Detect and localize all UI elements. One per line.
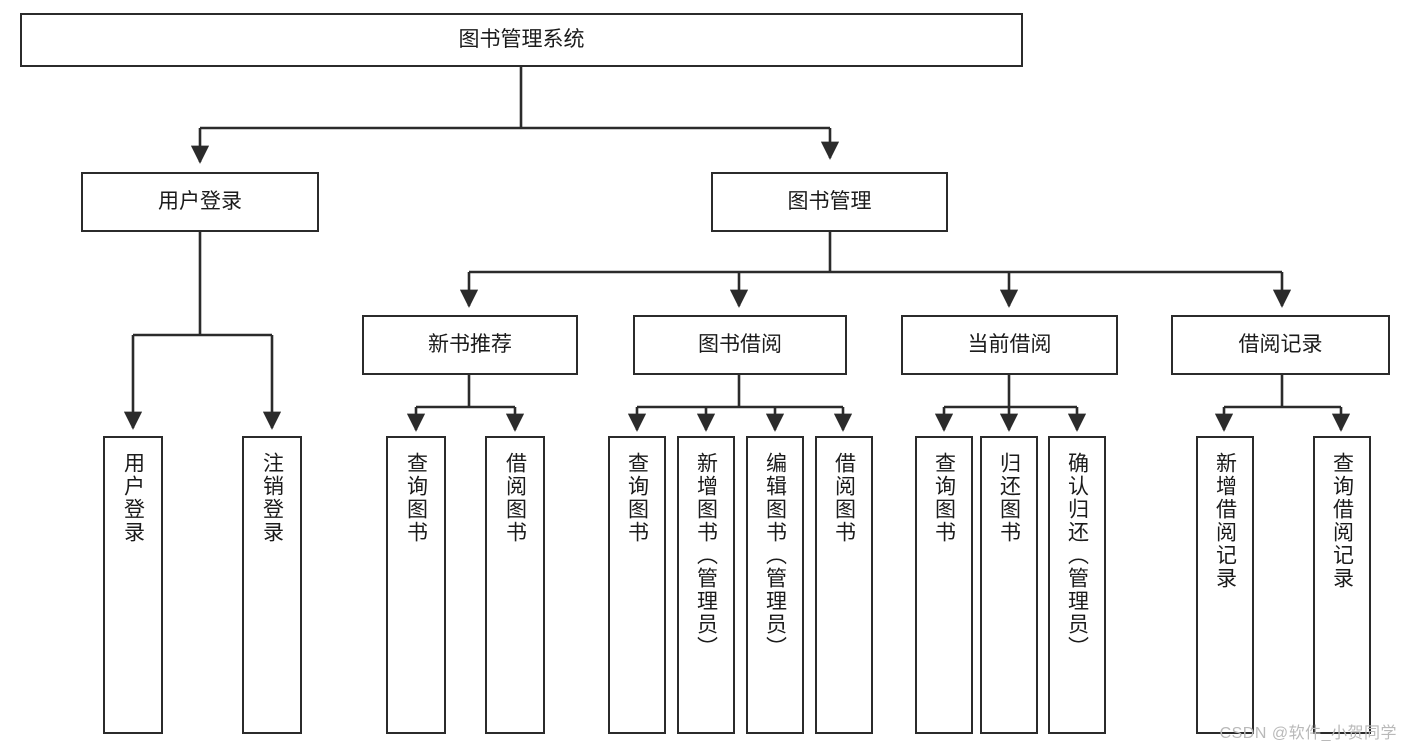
leaf-record-add[interactable]: 新增借阅记录: [1196, 436, 1254, 734]
leaf-newbook-borrow-book-label: 借阅图书: [503, 452, 527, 544]
leaf-current-confirm-return-label: 确认归还（管理员）: [1065, 452, 1089, 659]
node-current-borrow-label: 当前借阅: [967, 332, 1052, 356]
leaf-borrow-borrow-book-label: 借阅图书: [832, 452, 856, 544]
leaf-newbook-query-book[interactable]: 查询图书: [386, 436, 446, 734]
leaf-current-return-book[interactable]: 归还图书: [980, 436, 1038, 734]
node-book-borrow[interactable]: 图书借阅: [633, 315, 847, 375]
node-borrow-record[interactable]: 借阅记录: [1171, 315, 1390, 375]
leaf-logout[interactable]: 注销登录: [242, 436, 302, 734]
node-borrow-record-label: 借阅记录: [1238, 332, 1323, 356]
leaf-borrow-query-book-label: 查询图书: [625, 452, 649, 544]
leaf-borrow-edit-book[interactable]: 编辑图书（管理员）: [746, 436, 804, 734]
node-current-borrow[interactable]: 当前借阅: [901, 315, 1118, 375]
leaf-borrow-query-book[interactable]: 查询图书: [608, 436, 666, 734]
leaf-borrow-add-book-label: 新增图书（管理员）: [694, 452, 718, 659]
leaf-newbook-query-book-label: 查询图书: [404, 452, 428, 544]
leaf-record-add-label: 新增借阅记录: [1213, 452, 1237, 590]
leaf-current-return-book-label: 归还图书: [997, 452, 1021, 544]
node-book-management[interactable]: 图书管理: [711, 172, 948, 232]
leaf-newbook-borrow-book[interactable]: 借阅图书: [485, 436, 545, 734]
node-user-login[interactable]: 用户登录: [81, 172, 319, 232]
leaf-borrow-borrow-book[interactable]: 借阅图书: [815, 436, 873, 734]
leaf-borrow-edit-book-label: 编辑图书（管理员）: [763, 452, 787, 659]
node-book-management-label: 图书管理: [787, 189, 872, 213]
leaf-current-confirm-return[interactable]: 确认归还（管理员）: [1048, 436, 1106, 734]
leaf-borrow-add-book[interactable]: 新增图书（管理员）: [677, 436, 735, 734]
node-root[interactable]: 图书管理系统: [20, 13, 1023, 67]
node-root-label: 图书管理系统: [458, 27, 585, 51]
leaf-user-login-label: 用户登录: [121, 452, 145, 544]
node-new-book-recommend-label: 新书推荐: [428, 332, 512, 356]
leaf-current-query-book[interactable]: 查询图书: [915, 436, 973, 734]
leaf-current-query-book-label: 查询图书: [932, 452, 956, 544]
node-book-borrow-label: 图书借阅: [698, 332, 782, 356]
node-new-book-recommend[interactable]: 新书推荐: [362, 315, 578, 375]
node-user-login-label: 用户登录: [158, 189, 242, 213]
leaf-user-login[interactable]: 用户登录: [103, 436, 163, 734]
leaf-record-query-label: 查询借阅记录: [1330, 452, 1354, 590]
leaf-record-query[interactable]: 查询借阅记录: [1313, 436, 1371, 734]
leaf-logout-label: 注销登录: [260, 452, 284, 544]
